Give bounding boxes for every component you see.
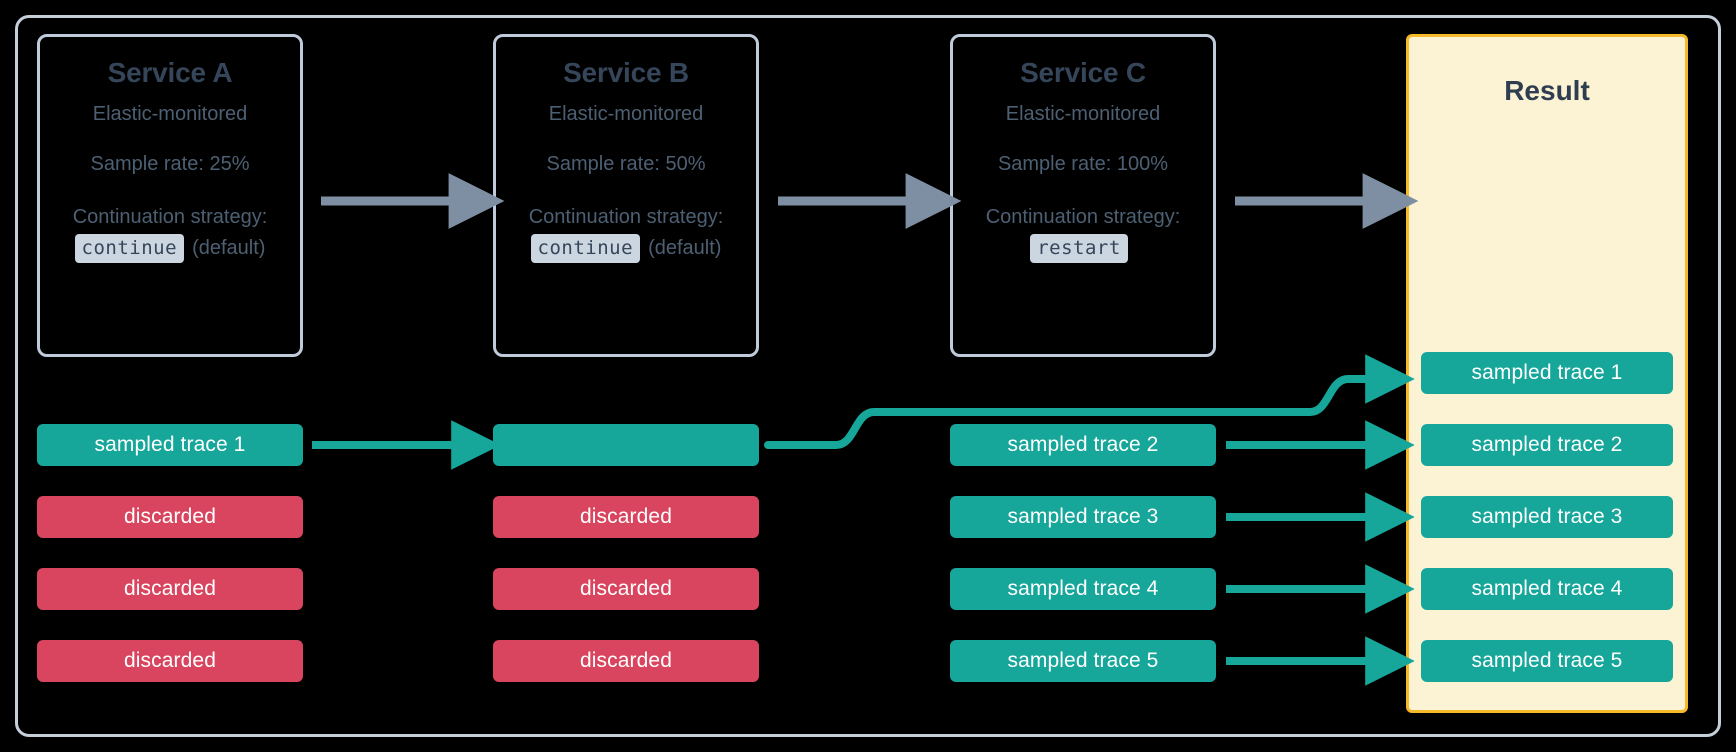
service-a-strategy-row: continue (default) [74,234,266,263]
bar-a-3: discarded [37,568,303,610]
service-a-strategy-note: (default) [192,237,266,259]
service-box-a: Service A Elastic-monitored Sample rate:… [37,34,303,357]
service-b-sample-rate: Sample rate: 50% [546,153,706,175]
service-box-b: Service B Elastic-monitored Sample rate:… [493,34,759,357]
result-bar-3: sampled trace 3 [1421,496,1673,538]
service-a-strategy-chip: continue [74,234,185,263]
result-bar-3-label: sampled trace 3 [1471,505,1623,528]
result-bar-1-label: sampled trace 1 [1471,361,1623,384]
service-a-sample-rate: Sample rate: 25% [90,153,250,175]
bar-a-3-label: discarded [124,577,216,600]
bar-c-2-label: sampled trace 3 [1007,505,1159,528]
result-bar-4: sampled trace 4 [1421,568,1673,610]
bar-a-4-label: discarded [124,649,216,672]
result-bar-4-label: sampled trace 4 [1471,577,1623,600]
bar-b-4-label: discarded [580,649,672,672]
bar-a-2: discarded [37,496,303,538]
bar-a-2-label: discarded [124,505,216,528]
service-b-title: Service B [563,57,689,88]
bar-b-3-label: discarded [580,577,672,600]
bar-b-4: discarded [493,640,759,682]
service-c-strategy-row: restart [1030,234,1136,263]
result-bar-1: sampled trace 1 [1421,352,1673,394]
bar-c-3-label: sampled trace 4 [1007,577,1159,600]
bar-c-3: sampled trace 4 [950,568,1216,610]
service-c-monitored: Elastic-monitored [1005,103,1161,125]
bar-c-1-label: sampled trace 2 [1007,433,1159,456]
bar-b-1 [493,424,759,466]
bar-b-2-label: discarded [580,505,672,528]
result-bar-5: sampled trace 5 [1421,640,1673,682]
bar-b-2: discarded [493,496,759,538]
service-a-monitored: Elastic-monitored [92,103,248,125]
service-c-sample-rate: Sample rate: 100% [997,153,1169,175]
bar-c-4: sampled trace 5 [950,640,1216,682]
result-title: Result [1504,75,1590,106]
bar-a-1: sampled trace 1 [37,424,303,466]
bar-a-4: discarded [37,640,303,682]
result-bar-5-label: sampled trace 5 [1471,649,1623,672]
bar-c-1: sampled trace 2 [950,424,1216,466]
service-b-monitored: Elastic-monitored [548,103,704,125]
result-bar-2-label: sampled trace 2 [1471,433,1623,456]
bar-b-3: discarded [493,568,759,610]
bar-c-4-label: sampled trace 5 [1007,649,1159,672]
service-c-title: Service C [1020,57,1146,88]
service-a-title: Service A [107,57,233,88]
service-box-c: Service C Elastic-monitored Sample rate:… [950,34,1216,357]
service-c-strategy-chip: restart [1030,234,1128,263]
service-b-strategy-note: (default) [648,237,722,259]
service-c-strategy-label: Continuation strategy: [985,206,1181,228]
bar-a-1-label: sampled trace 1 [94,433,246,456]
service-b-strategy-chip: continue [530,234,641,263]
service-b-strategy-label: Continuation strategy: [528,206,724,228]
result-bar-2: sampled trace 2 [1421,424,1673,466]
service-a-strategy-label: Continuation strategy: [72,206,268,228]
diagram-outer-frame [15,15,1721,737]
bar-c-2: sampled trace 3 [950,496,1216,538]
service-b-strategy-row: continue (default) [530,234,722,263]
